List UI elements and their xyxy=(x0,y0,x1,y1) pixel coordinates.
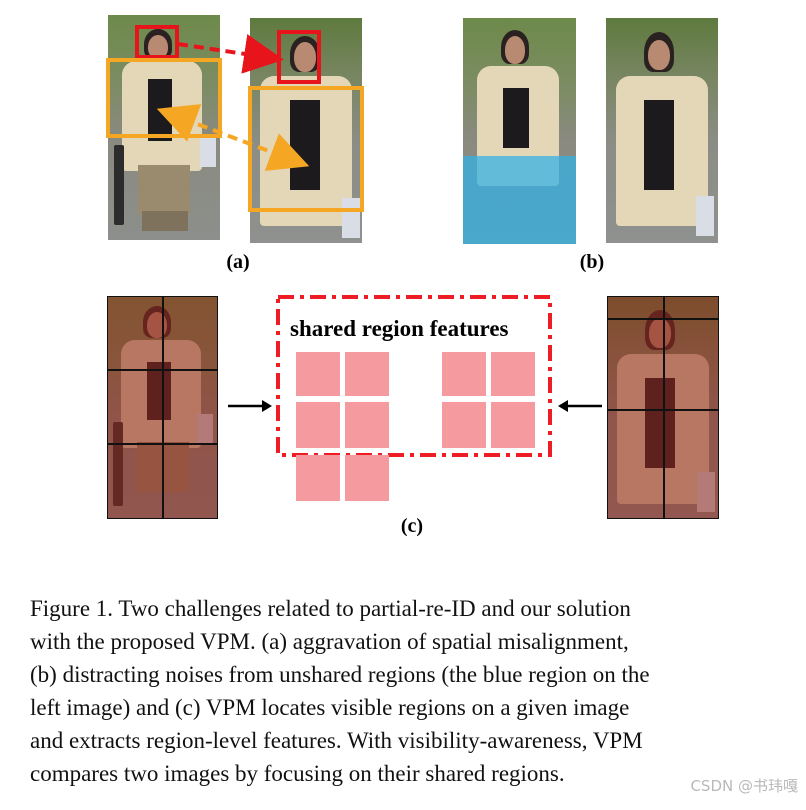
watermark: CSDN @书玮嘎 xyxy=(690,777,798,795)
shared-box-title: shared region features xyxy=(290,316,509,341)
caption-line: left image) and (c) VPM locates visible … xyxy=(30,695,630,720)
caption-line: with the proposed VPM. (a) aggravation o… xyxy=(30,629,629,654)
feature-square xyxy=(296,402,340,448)
unshared-region-overlay xyxy=(463,156,576,244)
grid-line xyxy=(663,296,665,519)
feature-square xyxy=(345,402,389,448)
panel-label-a: (a) xyxy=(226,251,250,273)
dashed-arrow-red xyxy=(177,34,284,74)
panel-label-c: (c) xyxy=(400,515,424,537)
shared-region-box xyxy=(276,295,552,457)
person-photo-b-right xyxy=(606,18,718,243)
feature-square xyxy=(296,455,340,501)
panel-label-b: (b) xyxy=(579,251,605,273)
feature-square xyxy=(345,352,389,396)
feature-square xyxy=(345,455,389,501)
head-box-right xyxy=(277,30,321,84)
feature-square xyxy=(442,352,486,396)
feature-square xyxy=(442,402,486,448)
grid-line xyxy=(607,318,719,320)
caption-line: (b) distracting noises from unshared reg… xyxy=(30,662,650,687)
solid-arrow-right xyxy=(558,400,602,412)
person-photo-b-left xyxy=(463,18,576,244)
feature-square xyxy=(491,402,535,448)
grid-line xyxy=(607,409,719,411)
misalignment-annotation xyxy=(106,25,364,212)
caption-line: Figure 1. Two challenges related to part… xyxy=(30,596,631,621)
person-photo-c-left xyxy=(107,296,218,519)
figure-caption: Figure 1. Two challenges related to part… xyxy=(30,592,802,790)
dashed-arrow-orange xyxy=(156,104,310,171)
solid-arrow-left xyxy=(228,400,272,412)
head-box-left xyxy=(135,25,179,59)
feature-square xyxy=(296,352,340,396)
person-photo-c-right xyxy=(607,296,719,519)
grid-line xyxy=(162,296,164,519)
feature-square xyxy=(491,352,535,396)
grid-line xyxy=(107,443,218,445)
grid-line xyxy=(107,369,218,371)
caption-line: compares two images by focusing on their… xyxy=(30,761,565,786)
caption-line: and extracts region-level features. With… xyxy=(30,728,643,753)
